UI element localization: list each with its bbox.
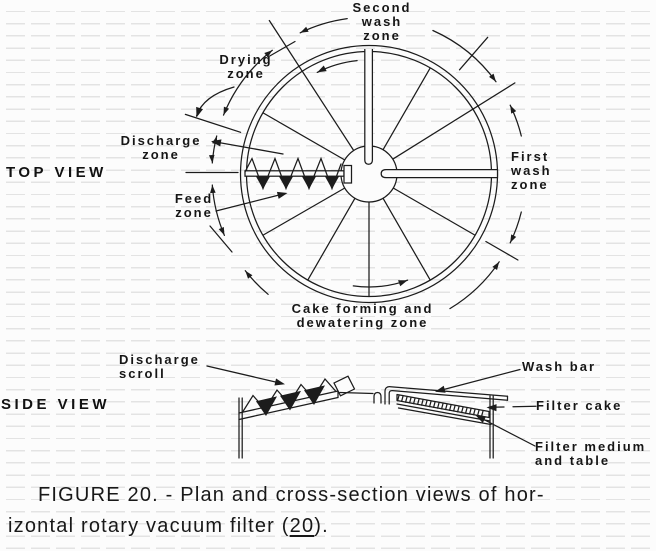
cake-zone-label: Cake forming and dewatering zone	[291, 301, 434, 331]
first-wash-bar	[380, 168, 499, 179]
zone-indicator-arcs	[208, 17, 522, 310]
wash-bar-pipe	[384, 386, 509, 405]
filter-medium-and-table	[396, 403, 492, 426]
filter-cake-label: Filter cake	[536, 398, 623, 413]
feed-scroll	[244, 156, 353, 191]
drying-zone-upper-leader	[267, 40, 296, 58]
feed-zone-label: Feed zone	[174, 191, 214, 221]
discharge-zone-label: Discharge zone	[120, 133, 202, 163]
side-view-label: SIDE VIEW	[1, 396, 111, 413]
filter-cake-band	[396, 393, 490, 419]
drying-zone-leader	[195, 86, 235, 117]
side-view-drawing	[206, 365, 537, 459]
side-view-leader-lines	[206, 365, 537, 447]
discharge-scroll-assembly	[238, 375, 356, 421]
cake-hatching	[396, 394, 484, 417]
caption-line-2: izontal rotary vacuum filter (20).	[8, 511, 652, 542]
discharge-scroll-leader	[206, 365, 283, 385]
rotation-arrows	[316, 59, 409, 288]
filter-wheel	[184, 19, 519, 304]
discharge-zone-leader	[212, 140, 284, 155]
scroll-flights	[244, 156, 342, 191]
filter-medium-label: Filter medium and table	[535, 439, 647, 469]
first-wash-zone-label: First wash zone	[511, 149, 552, 193]
drying-zone-label: Drying zone	[219, 52, 273, 82]
top-view-label: TOP VIEW	[6, 164, 107, 181]
wash-bar-leader	[437, 368, 521, 392]
figure-caption: FIGURE 20. - Plan and cross-section view…	[8, 480, 652, 542]
scroll-drive-end	[333, 375, 356, 397]
center-pivot	[339, 391, 382, 404]
second-wash-zone-label: Second wash zone	[352, 0, 412, 44]
top-view-leader-lines	[195, 40, 296, 212]
sector-spokes	[262, 19, 516, 298]
wash-bar-label: Wash bar	[522, 359, 597, 374]
second-wash-bar	[364, 49, 374, 165]
discharge-scroll-label: Discharge scroll	[119, 352, 200, 382]
filter-medium-leader	[477, 415, 536, 447]
caption-line-2-text: izontal rotary vacuum filter (	[8, 515, 290, 537]
caption-line-1: FIGURE 20. - Plan and cross-section view…	[38, 484, 545, 506]
caption-line-2-end: ).	[314, 515, 329, 537]
caption-reference-number: 20	[289, 515, 315, 537]
zone-boundary-ticks	[184, 113, 519, 261]
feed-zone-leader	[215, 192, 286, 212]
